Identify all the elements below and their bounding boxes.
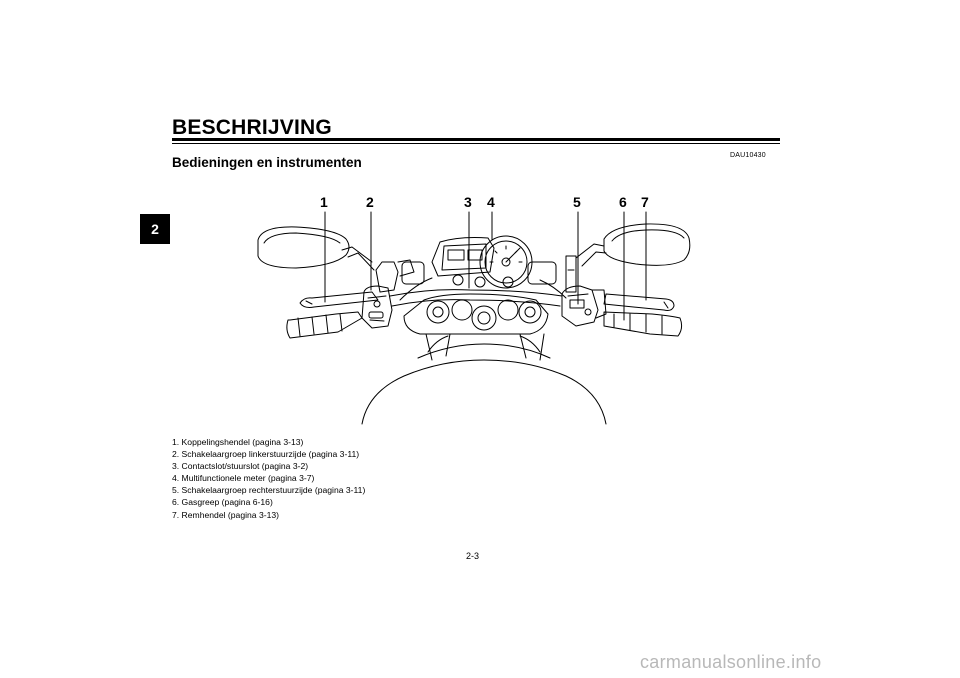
clutch-lever xyxy=(299,291,379,308)
brake-lever xyxy=(603,293,675,311)
callout-1: 1 xyxy=(320,194,328,210)
left-switch-cluster xyxy=(361,285,393,329)
throttle-grip xyxy=(603,311,683,337)
section-title: Bedieningen en instrumenten xyxy=(172,155,362,170)
callout-3: 3 xyxy=(464,194,472,210)
page-number: 2-3 xyxy=(466,551,480,561)
legend-item-2: 2. Schakelaargroep linkerstuurzijde (pag… xyxy=(172,449,360,460)
callout-7: 7 xyxy=(641,194,649,210)
callout-2: 2 xyxy=(366,194,374,210)
legend-list: 1. Koppelingshendel (pagina 3-13) 2. Sch… xyxy=(172,436,365,521)
legend-item-6: 6. Gasgreep (pagina 6-16) xyxy=(172,497,273,508)
callout-5: 5 xyxy=(573,194,581,210)
page-title: BESCHRIJVING xyxy=(172,116,332,139)
section-code: DAU10430 xyxy=(730,152,766,159)
left-mirror xyxy=(257,226,375,271)
legend-item-4: 4. Multifunctionele meter (pagina 3-7) xyxy=(172,473,315,484)
legend-item-7: 7. Remhendel (pagina 3-13) xyxy=(172,509,280,520)
leader-lines xyxy=(324,211,647,321)
left-reservoir xyxy=(375,261,399,293)
legend-item-3: 3. Contactslot/stuurslot (pagina 3-2) xyxy=(172,461,309,472)
ignition-key xyxy=(565,255,577,293)
title-rule-thick xyxy=(172,138,780,141)
fuel-tank xyxy=(361,335,607,425)
chapter-tab: 2 xyxy=(140,214,170,244)
legend-item-1: 1. Koppelingshendel (pagina 3-13) xyxy=(172,437,304,447)
title-rule-thin xyxy=(172,143,780,144)
watermark: carmanualsonline.info xyxy=(640,652,822,672)
right-mirror xyxy=(575,223,691,267)
left-grip xyxy=(286,311,363,339)
chapter-number: 2 xyxy=(151,221,159,237)
multifunction-meter xyxy=(431,235,533,289)
callout-6: 6 xyxy=(619,194,627,210)
handlebar-tube xyxy=(389,289,563,297)
top-triple-clamp xyxy=(403,293,549,335)
callout-4: 4 xyxy=(487,194,495,210)
legend-item-5: 5. Schakelaargroep rechterstuurzijde (pa… xyxy=(172,485,366,496)
